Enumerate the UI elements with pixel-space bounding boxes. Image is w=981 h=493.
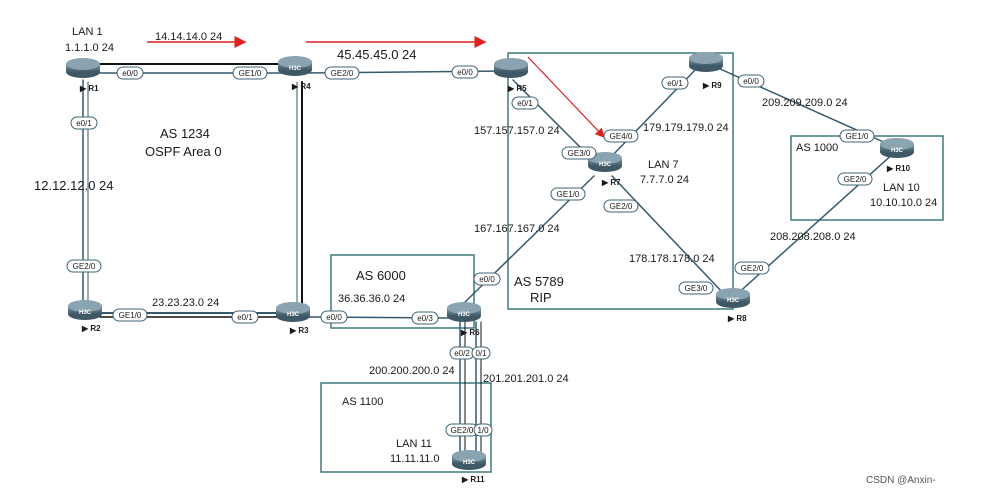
as-1000-label: AS 1000: [796, 142, 838, 154]
network-23: 23.23.23.0 24: [152, 297, 219, 309]
lan11-title: LAN 11: [396, 438, 432, 450]
router-r9[interactable]: ▶ R9: [689, 52, 723, 90]
network-167: 167.167.167.0 24: [474, 223, 560, 235]
router-r10[interactable]: H3C ▶ R10: [880, 138, 914, 173]
port-label: GE2/0: [741, 264, 764, 273]
svg-text:▶ R9: ▶ R9: [702, 81, 722, 90]
port-labels: e0/0 GE1/0 GE2/0 e0/0 e0/1 GE2/0 GE1/0 e…: [66, 65, 875, 437]
router-brand-label: H3C: [458, 312, 471, 318]
port-label: e0/1: [76, 119, 92, 128]
lan10-title: LAN 10: [883, 182, 920, 194]
port-label: e0/0: [479, 275, 495, 284]
port-label: GE2/0: [451, 426, 474, 435]
svg-text:▶ R8: ▶ R8: [727, 314, 747, 323]
network-14: 14.14.14.0 24: [155, 31, 222, 43]
router-brand-label: H3C: [891, 148, 904, 154]
lan1-network: 1.1.1.0 24: [65, 42, 114, 54]
svg-text:▶ R11: ▶ R11: [461, 475, 485, 484]
port-label: e0/3: [417, 314, 433, 323]
port-label: e0/1: [517, 99, 533, 108]
router-r6[interactable]: H3C ▶ R6: [447, 302, 481, 337]
port-label: e0/0: [743, 77, 759, 86]
network-45: 45.45.45.0 24: [337, 47, 417, 62]
as-6000-label: AS 6000: [356, 268, 406, 283]
rip-label: RIP: [530, 290, 552, 305]
links: [82, 63, 896, 459]
ospf-area-label: OSPF Area 0: [145, 144, 222, 159]
watermark: CSDN @Anxin-: [866, 475, 936, 486]
router-r8[interactable]: H3C ▶ R8: [716, 288, 750, 323]
as-1234-label: AS 1234: [160, 126, 210, 141]
network-12: 12.12.12.0 24: [34, 178, 114, 193]
svg-text:▶ R10: ▶ R10: [886, 164, 911, 173]
port-label: GE4/0: [610, 132, 633, 141]
network-36: 36.36.36.0 24: [338, 293, 405, 305]
svg-text:▶ R6: ▶ R6: [460, 328, 480, 337]
network-157: 157.157.157.0 24: [474, 125, 560, 137]
router-r7[interactable]: H3C ▶ R7: [588, 152, 622, 187]
port-label: GE1/0: [239, 69, 262, 78]
lan7-title: LAN 7: [648, 159, 679, 171]
port-label: GE1/0: [557, 190, 580, 199]
router-brand-label: H3C: [599, 162, 612, 168]
port-label: GE2/0: [844, 175, 867, 184]
network-201: 201.201.201.0 24: [483, 373, 569, 385]
port-label: e0/2: [454, 349, 470, 358]
router-r4[interactable]: H3C ▶ R4: [278, 56, 312, 91]
network-208: 208.208.208.0 24: [770, 231, 856, 243]
as-5789-box: [507, 52, 734, 310]
router-r11[interactable]: H3C ▶ R11: [452, 450, 486, 484]
as-6000-box: [330, 254, 475, 329]
port-label: GE1/0: [119, 311, 142, 320]
port-label: GE2/0: [331, 69, 354, 78]
lan1-title: LAN 1: [72, 26, 103, 38]
port-label: GE1/0: [846, 132, 869, 141]
port-label: GE2/0: [610, 202, 633, 211]
port-label: GE2/0: [73, 262, 96, 271]
svg-text:▶ R5: ▶ R5: [507, 84, 527, 93]
router-brand-label: H3C: [463, 460, 476, 466]
port-label: e0/0: [326, 313, 342, 322]
port-label: e0/1: [667, 79, 683, 88]
port-label: e0/0: [457, 68, 473, 77]
lan11-network: 11.11.11.0: [390, 453, 440, 465]
router-r5[interactable]: ▶ R5: [494, 58, 528, 93]
lan7-network: 7.7.7.0 24: [640, 174, 689, 186]
link-r7-r8: [611, 175, 725, 295]
network-209: 209.209.209.0 24: [762, 97, 848, 109]
red-arrow-to-r7: [527, 56, 605, 138]
router-brand-label: H3C: [287, 312, 300, 318]
network-200: 200.200.200.0 24: [369, 365, 455, 377]
svg-text:▶ R4: ▶ R4: [291, 82, 311, 91]
port-label: e0/1: [237, 313, 253, 322]
router-brand-label: H3C: [289, 66, 302, 72]
svg-text:▶ R2: ▶ R2: [81, 324, 101, 333]
port-label: 0/1: [475, 349, 487, 358]
lan10-network: 10.10.10.0 24: [870, 197, 937, 209]
port-label: GE3/0: [568, 149, 591, 158]
port-label: GE3/0: [685, 284, 708, 293]
as-5789-label: AS 5789: [514, 274, 564, 289]
svg-text:▶ R1: ▶ R1: [79, 84, 99, 93]
router-brand-label: H3C: [727, 298, 740, 304]
svg-text:▶ R3: ▶ R3: [289, 326, 309, 335]
network-178: 178.178.178.0 24: [629, 253, 715, 265]
router-r3[interactable]: H3C ▶ R3: [276, 302, 310, 335]
router-brand-label: H3C: [79, 310, 92, 316]
port-label: 1/0: [477, 426, 489, 435]
router-r1[interactable]: ▶ R1: [66, 58, 100, 93]
as-1100-label: AS 1100: [342, 396, 383, 408]
router-r2[interactable]: H3C ▶ R2: [68, 300, 102, 333]
svg-text:▶ R7: ▶ R7: [601, 178, 621, 187]
port-label: e0/0: [122, 69, 138, 78]
network-179: 179.179.179.0 24: [643, 122, 729, 134]
